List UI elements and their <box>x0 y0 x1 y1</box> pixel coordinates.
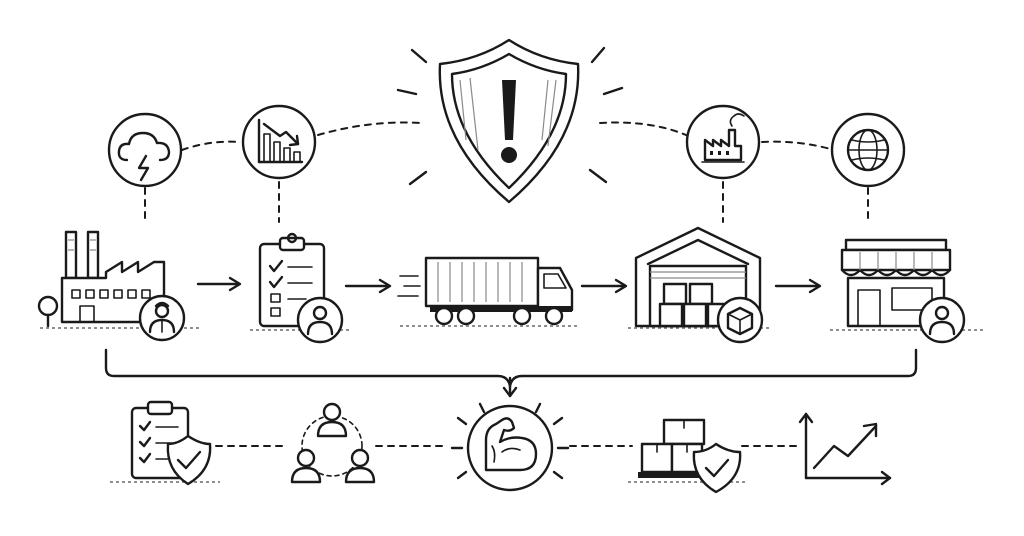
inventory-shield-icon <box>638 418 742 494</box>
connector-cloud-chart <box>181 140 241 151</box>
flow-arrow-3 <box>580 278 628 294</box>
team-member-top-icon <box>316 402 348 438</box>
team-network-icon <box>290 402 376 484</box>
flow-arrow-1 <box>196 276 242 292</box>
warehouse-icon <box>634 226 764 344</box>
outcomes-row <box>110 400 892 494</box>
flow-arrow-2 <box>344 278 392 294</box>
risk-connectors <box>144 121 869 223</box>
connector-factory-globe <box>761 140 835 151</box>
factory-building-icon <box>37 230 186 342</box>
connector-chart-shield <box>317 121 421 136</box>
alert-rays <box>396 46 624 186</box>
flow-arrow-4 <box>774 278 822 294</box>
worker-badge-icon <box>138 294 186 342</box>
factory-icon <box>685 104 761 180</box>
checklist-icon <box>258 232 344 344</box>
tree-icon <box>37 295 59 328</box>
connector-shield-factory <box>599 121 687 136</box>
growth-chart-icon <box>798 412 892 486</box>
convergence-bracket <box>104 348 918 398</box>
clipboard-shield-icon <box>130 400 212 486</box>
strength-arm-icon <box>450 402 570 492</box>
shield-exclamation-icon <box>396 38 624 204</box>
storefront-icon <box>840 238 966 344</box>
person-badge-icon <box>296 296 344 344</box>
customer-badge-icon <box>918 296 966 344</box>
supply-chain-flow <box>37 226 985 344</box>
declining-chart-icon <box>241 104 317 180</box>
team-member-left-icon <box>290 448 322 484</box>
storm-cloud-icon <box>107 112 183 188</box>
truck-icon <box>397 256 574 326</box>
team-member-right-icon <box>344 448 376 484</box>
package-badge-icon <box>716 296 764 344</box>
globe-icon <box>830 112 906 188</box>
strength-rays <box>450 402 570 480</box>
